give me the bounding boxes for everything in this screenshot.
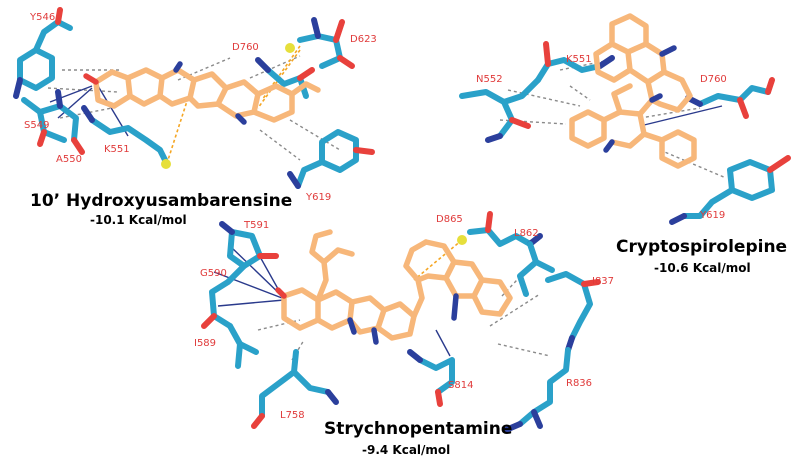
label-L862: L862 xyxy=(514,228,539,239)
ligand-title-1: 10’ Hydroxyusambarensine xyxy=(30,191,292,211)
ligand-title-2: Cryptospirolepine xyxy=(616,237,787,257)
ligand-title-3: Strychnopentamine xyxy=(324,419,512,439)
label-S814: S814 xyxy=(448,380,473,391)
ligand-cryptospirolepine xyxy=(569,13,697,169)
label-D760: D760 xyxy=(232,42,259,53)
interactions-2 xyxy=(499,59,727,179)
label-D760-2: D760 xyxy=(700,74,727,85)
label-S549: S549 xyxy=(24,120,49,131)
label-L758: L758 xyxy=(280,410,305,421)
label-G590: G590 xyxy=(200,268,227,279)
complex-hydroxyusambarensine: Y546 S549 A550 K551 D760 D623 Y619 10’ H… xyxy=(13,7,377,227)
complex-strychnopentamine: T591 G590 I589 L758 D865 L862 I837 S814 … xyxy=(194,211,614,457)
label-R836: R836 xyxy=(566,378,592,389)
label-K551-2: K551 xyxy=(566,54,592,65)
label-I837: I837 xyxy=(592,276,614,287)
residues-3 xyxy=(201,211,601,433)
label-I589: I589 xyxy=(194,338,216,349)
label-D865: D865 xyxy=(436,214,463,225)
label-A550: A550 xyxy=(56,154,82,165)
energy-1: -10.1 Kcal/mol xyxy=(90,213,187,227)
residues-1 xyxy=(13,7,375,189)
label-N552: N552 xyxy=(476,74,503,85)
label-Y619: Y619 xyxy=(305,192,331,203)
ligand-strychnopentamine xyxy=(275,229,513,345)
complex-cryptospirolepine: N552 K551 D760 Y619 Cryptospirolepine -1… xyxy=(459,13,791,275)
ligand-hydroxyusambarensine xyxy=(83,61,321,125)
energy-3: -9.4 Kcal/mol xyxy=(362,443,450,457)
label-Y546: Y546 xyxy=(29,12,55,23)
residues-2 xyxy=(459,41,791,225)
energy-2: -10.6 Kcal/mol xyxy=(654,261,751,275)
label-Y619-2: Y619 xyxy=(699,210,725,221)
label-T591: T591 xyxy=(243,220,269,231)
label-K551: K551 xyxy=(104,144,130,155)
label-D623: D623 xyxy=(350,34,377,45)
